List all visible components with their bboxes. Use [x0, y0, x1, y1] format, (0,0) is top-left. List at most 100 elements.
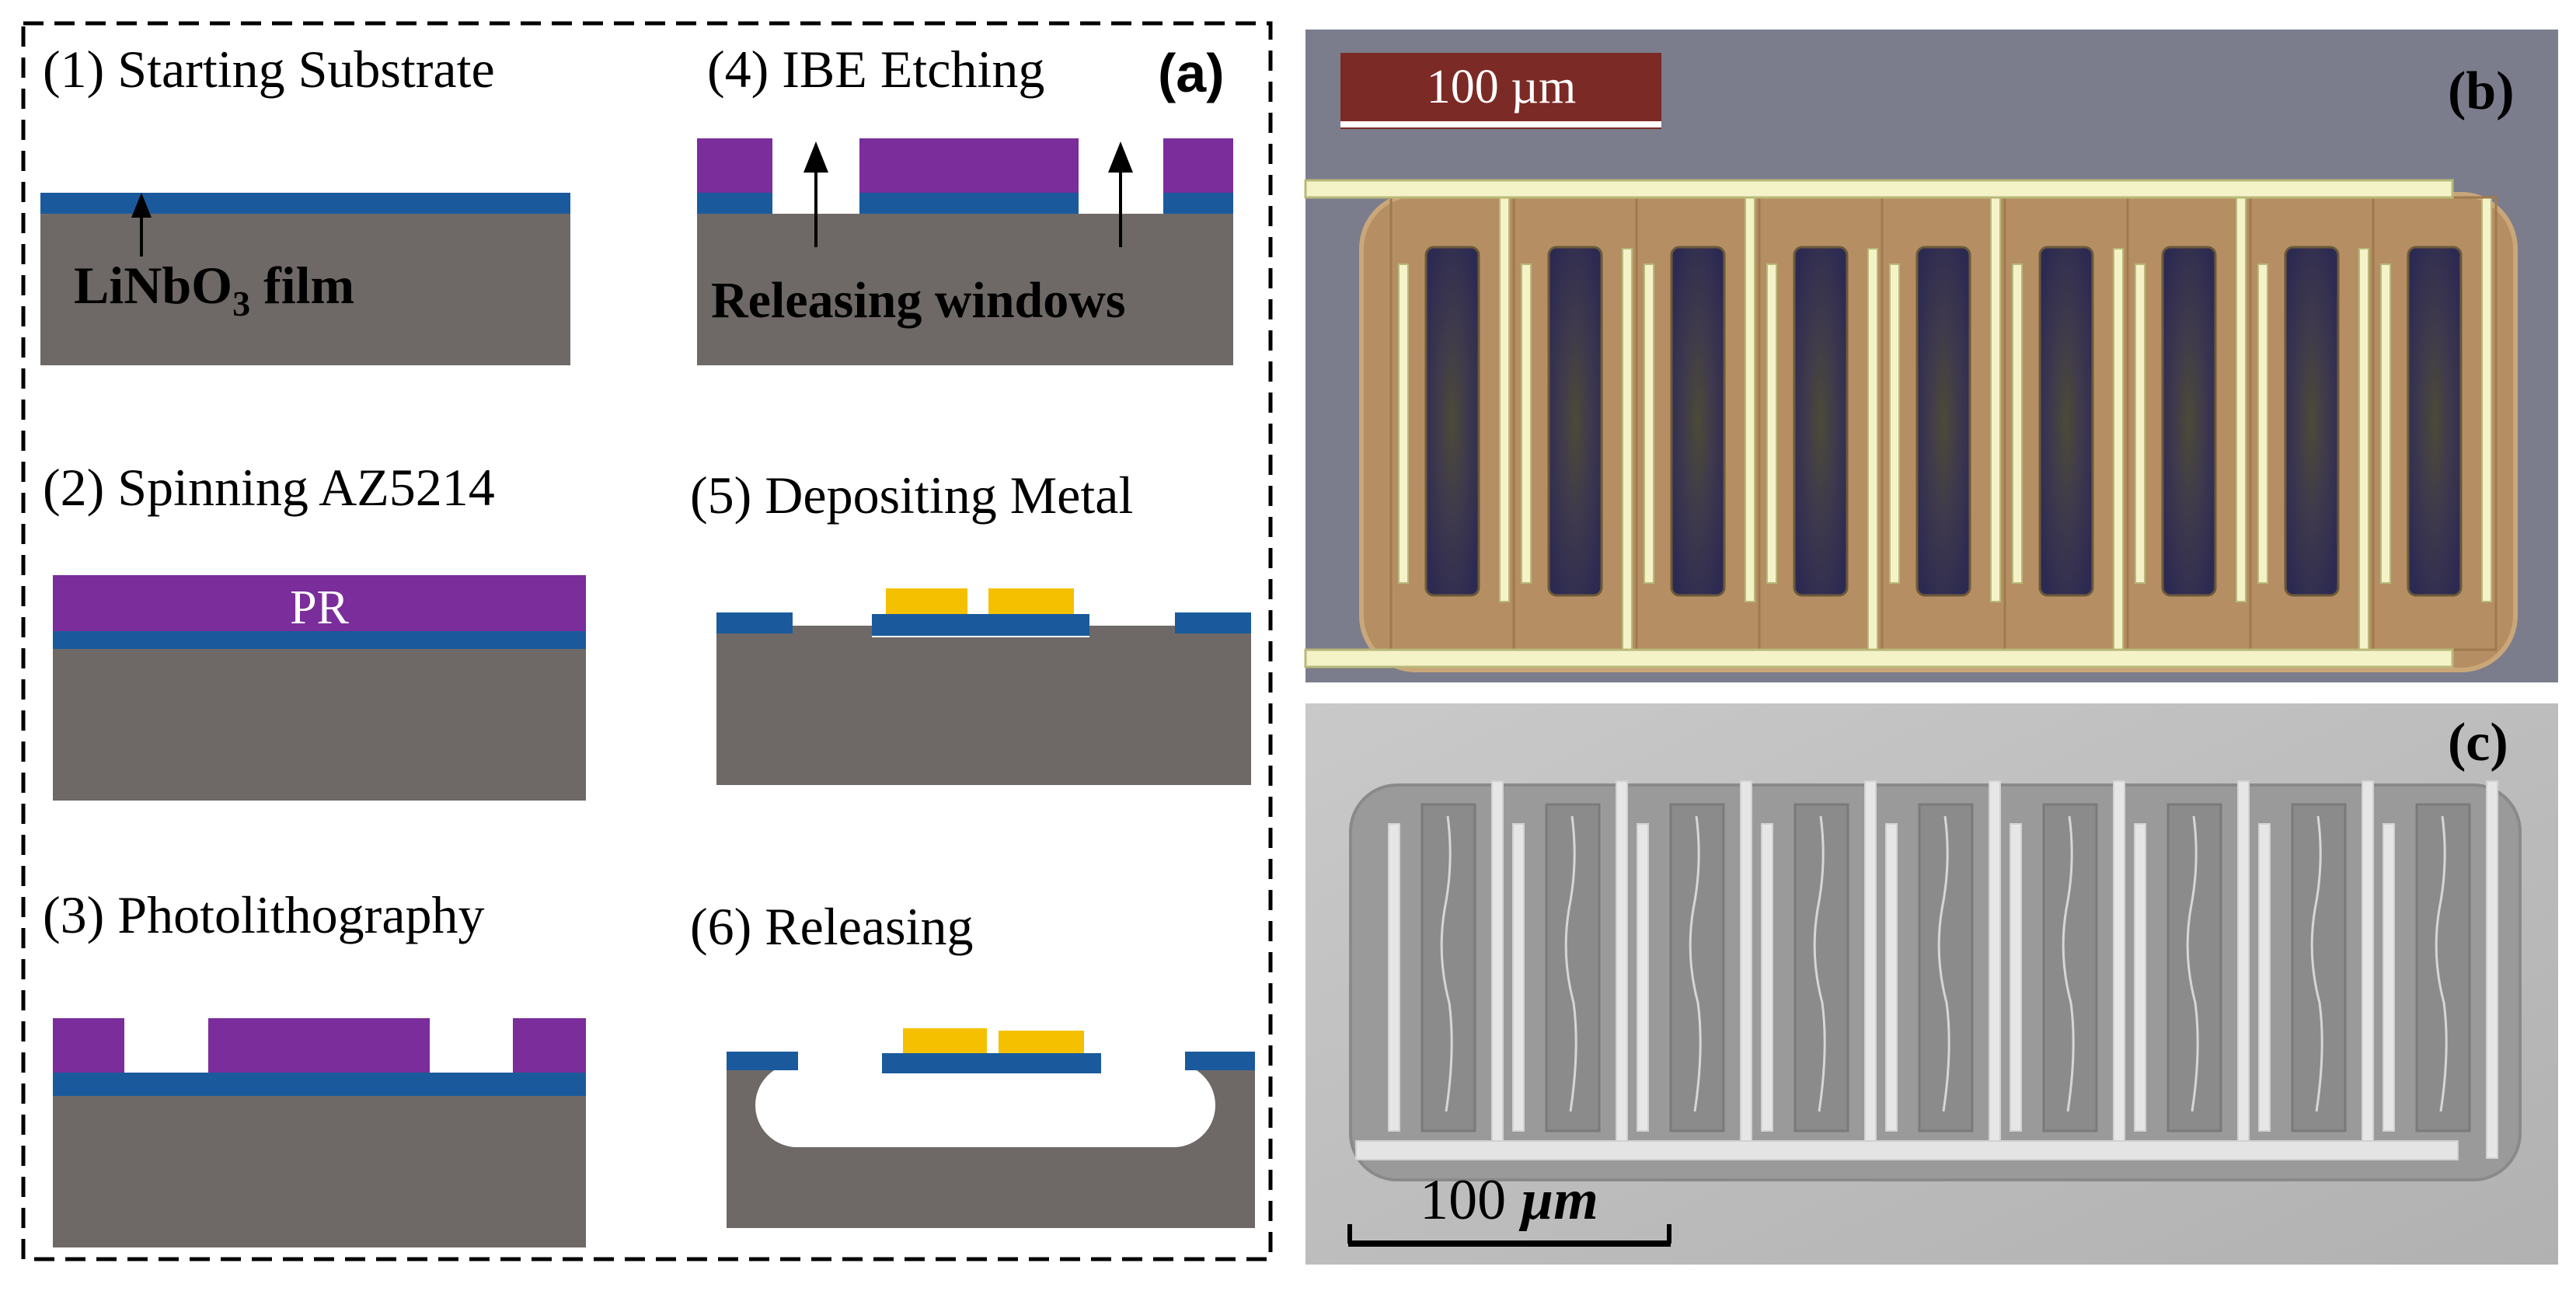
long-finger: [1740, 780, 1752, 1159]
crack-line: [1937, 815, 1950, 1112]
long-finger: [1867, 248, 1878, 651]
lnbo-film: [872, 614, 1089, 636]
short-finger: [1512, 823, 1525, 1132]
photoresist-block: [1163, 138, 1233, 193]
photoresist-block: [697, 138, 772, 193]
short-finger: [2258, 823, 2271, 1132]
long-finger: [1499, 197, 1510, 602]
panel-a-frame: [21, 21, 1273, 1261]
short-finger: [1766, 263, 1777, 584]
release-window: [2166, 803, 2222, 1132]
window-arrow-head: [1108, 141, 1133, 173]
crack-line: [1440, 815, 1453, 1112]
long-finger: [1491, 780, 1504, 1159]
substrate: [40, 214, 570, 365]
short-finger: [1398, 263, 1409, 584]
step-1-diagram: LiNbO3 film: [40, 193, 570, 365]
photoresist-block: [513, 1018, 586, 1073]
short-finger: [1521, 263, 1532, 584]
release-window: [1670, 246, 1726, 597]
short-finger: [1388, 823, 1400, 1132]
crack-line: [1564, 815, 1577, 1112]
crack-line: [2310, 815, 2323, 1112]
long-finger: [1864, 780, 1877, 1159]
crack-line: [2435, 815, 2448, 1112]
photoresist-block: [208, 1018, 430, 1073]
long-finger: [2113, 248, 2124, 651]
lnbo-film: [882, 1053, 1101, 1073]
lnbo-film: [716, 612, 793, 633]
long-finger: [2237, 780, 2250, 1159]
short-finger: [2380, 263, 2391, 584]
metal-electrode: [886, 588, 967, 614]
scale-bar-label: 100 µm: [1420, 1168, 1598, 1232]
step-6-title: (6) Releasing: [690, 897, 973, 956]
panel-a-label: (a): [1158, 43, 1225, 103]
release-window: [1669, 803, 1725, 1132]
electrode-pattern: [1389, 196, 2498, 651]
step-1-title: (1) Starting Substrate: [43, 40, 495, 99]
scale-bar: [1340, 53, 1661, 129]
crack-line: [2062, 815, 2075, 1112]
step-2-title: (2) Spinning AZ5214: [43, 458, 495, 517]
long-finger: [1990, 197, 2001, 602]
lnbo-film: [53, 1073, 586, 1096]
short-finger: [1885, 823, 1898, 1132]
film-label: LiNbO3 film: [74, 256, 354, 323]
release-window: [2407, 246, 2463, 597]
short-finger: [2010, 823, 2022, 1132]
long-finger: [1622, 248, 1633, 651]
release-window: [1793, 246, 1849, 597]
lnbo-film: [1185, 1052, 1255, 1070]
release-window: [2161, 246, 2217, 597]
panel-b-label: (b): [2448, 61, 2515, 121]
lnbo-film: [859, 193, 1079, 214]
lnbo-film: [697, 193, 772, 214]
film-arrow-head: [131, 193, 152, 218]
short-finger: [2134, 823, 2146, 1132]
long-finger: [1745, 197, 1755, 602]
short-finger: [2257, 263, 2268, 584]
metal-electrode: [999, 1031, 1084, 1053]
photoresist-block: [859, 138, 1079, 193]
release-window: [2042, 803, 2098, 1132]
pr-label: PR: [290, 581, 349, 634]
release-window: [1424, 246, 1480, 597]
long-finger: [1616, 780, 1628, 1159]
step-2-diagram: PR: [53, 575, 586, 801]
long-finger: [2362, 780, 2374, 1159]
step-4-title: (4) IBE Etching: [707, 40, 1044, 99]
substrate: [53, 1096, 586, 1247]
photoresist-block: [53, 1018, 124, 1073]
lnbo-film: [40, 193, 570, 214]
step-6-diagram: [727, 1028, 1255, 1228]
step-3-diagram: [53, 1018, 586, 1247]
release-window: [2038, 246, 2094, 597]
panel-c: (c) 100 µm: [1305, 703, 2558, 1265]
photoresist-layer: [53, 575, 586, 631]
release-window: [1915, 246, 1971, 597]
long-finger: [2481, 197, 2492, 602]
step-5-title: (5) Depositing Metal: [690, 466, 1133, 525]
step-3-title: (3) Photolithography: [43, 885, 485, 944]
short-finger: [1889, 263, 1900, 584]
release-window: [1918, 803, 1974, 1132]
step-5-diagram: [716, 588, 1251, 785]
lnbo-film: [53, 631, 586, 649]
lnbo-film: [1163, 193, 1233, 214]
long-finger: [2113, 780, 2125, 1159]
sem-bus-bar: [1355, 1140, 2459, 1160]
short-finger: [2383, 823, 2395, 1132]
short-finger: [2135, 263, 2146, 584]
panel-b: 100 µm (b): [1304, 30, 2558, 682]
metal-electrode: [903, 1028, 987, 1053]
release-window: [2291, 803, 2347, 1132]
scale-bar-label: 100 µm: [1427, 61, 1576, 113]
long-finger: [2358, 248, 2369, 651]
panel-c-label: (c): [2448, 713, 2508, 773]
release-window: [1547, 246, 1603, 597]
short-finger: [1637, 823, 1649, 1132]
release-window: [2415, 803, 2471, 1132]
sem-electrode-pattern: [1388, 780, 2498, 1159]
